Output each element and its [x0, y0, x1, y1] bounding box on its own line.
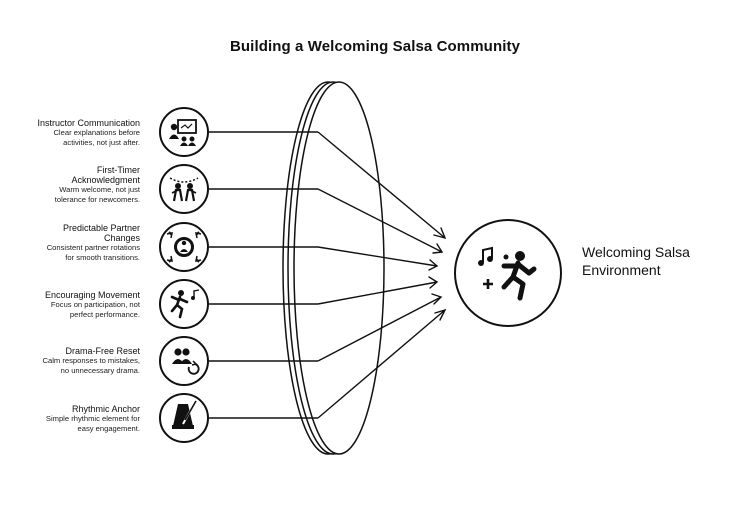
- factor-label-instructor-communication: Instructor Communication Clear explanati…: [0, 118, 140, 148]
- factor-title: Instructor Communication: [37, 118, 140, 128]
- factor-description: activities, not just after.: [63, 138, 140, 147]
- factor-description: for smooth transitions.: [65, 253, 140, 262]
- salsa-dancer-icon: [478, 246, 537, 301]
- factor-description: Simple rhythmic element for: [45, 414, 140, 423]
- factor-description: no unnecessary drama.: [60, 366, 140, 375]
- icon-people-refresh: [159, 336, 209, 386]
- factor-description: easy engagement.: [77, 424, 140, 433]
- outcome-line: Environment: [582, 262, 661, 278]
- rotation-arrows-icon: [174, 237, 194, 257]
- instructor-board-icon: [177, 119, 197, 134]
- factor-description: Calm responses to mistakes,: [42, 356, 141, 365]
- factor-description: Warm welcome, not just: [59, 185, 140, 194]
- outcome-line: Welcoming Salsa: [582, 244, 690, 260]
- metronome-icon: [173, 404, 193, 426]
- icon-rotation: [159, 222, 209, 272]
- factor-label-encouraging-movement: Encouraging Movement Focus on participat…: [0, 290, 140, 320]
- arrowheads: [428, 227, 447, 321]
- factor-label-drama-free-reset: Drama-Free Reset Calm responses to mista…: [0, 346, 141, 376]
- factor-label-rhythmic-anchor: Rhythmic Anchor Simple rhythmic element …: [0, 404, 140, 434]
- icon-people-welcome: [159, 164, 209, 214]
- factor-label-predictable-partner-changes: Predictable Partner Changes Consistent p…: [0, 223, 140, 263]
- factor-description: Consistent partner rotations: [46, 243, 140, 252]
- factor-title: Predictable Partner: [62, 223, 140, 233]
- factor-title: Drama-Free Reset: [65, 346, 140, 356]
- factor-label-first-timer-acknowledgment: First-Timer Acknowledgment Warm welcome,…: [0, 165, 140, 205]
- icon-metronome: [159, 393, 209, 443]
- diagram-title: Building a Welcoming Salsa Community: [229, 38, 521, 55]
- people-refresh-icon: [174, 348, 182, 356]
- factor-description: Focus on participation, not: [50, 300, 140, 309]
- connectors: [209, 131, 446, 419]
- factor-title: Changes: [103, 233, 140, 243]
- factor-title: Acknowledgment: [71, 175, 140, 185]
- lens: [282, 81, 385, 455]
- factor-description: perfect performance.: [69, 310, 140, 319]
- factor-description: Clear explanations before: [53, 128, 140, 137]
- icon-dancer-music: [159, 279, 209, 329]
- outcome-node: [454, 219, 562, 327]
- outcome-label: Welcoming Salsa Environment: [582, 243, 742, 279]
- factor-title: Rhythmic Anchor: [71, 404, 140, 414]
- factor-title: First-Timer: [96, 165, 140, 175]
- factor-title: Encouraging Movement: [44, 290, 140, 300]
- factor-description: tolerance for newcomers.: [54, 195, 140, 204]
- icon-instructor-board: [159, 107, 209, 157]
- dancer-music-icon: [178, 290, 184, 296]
